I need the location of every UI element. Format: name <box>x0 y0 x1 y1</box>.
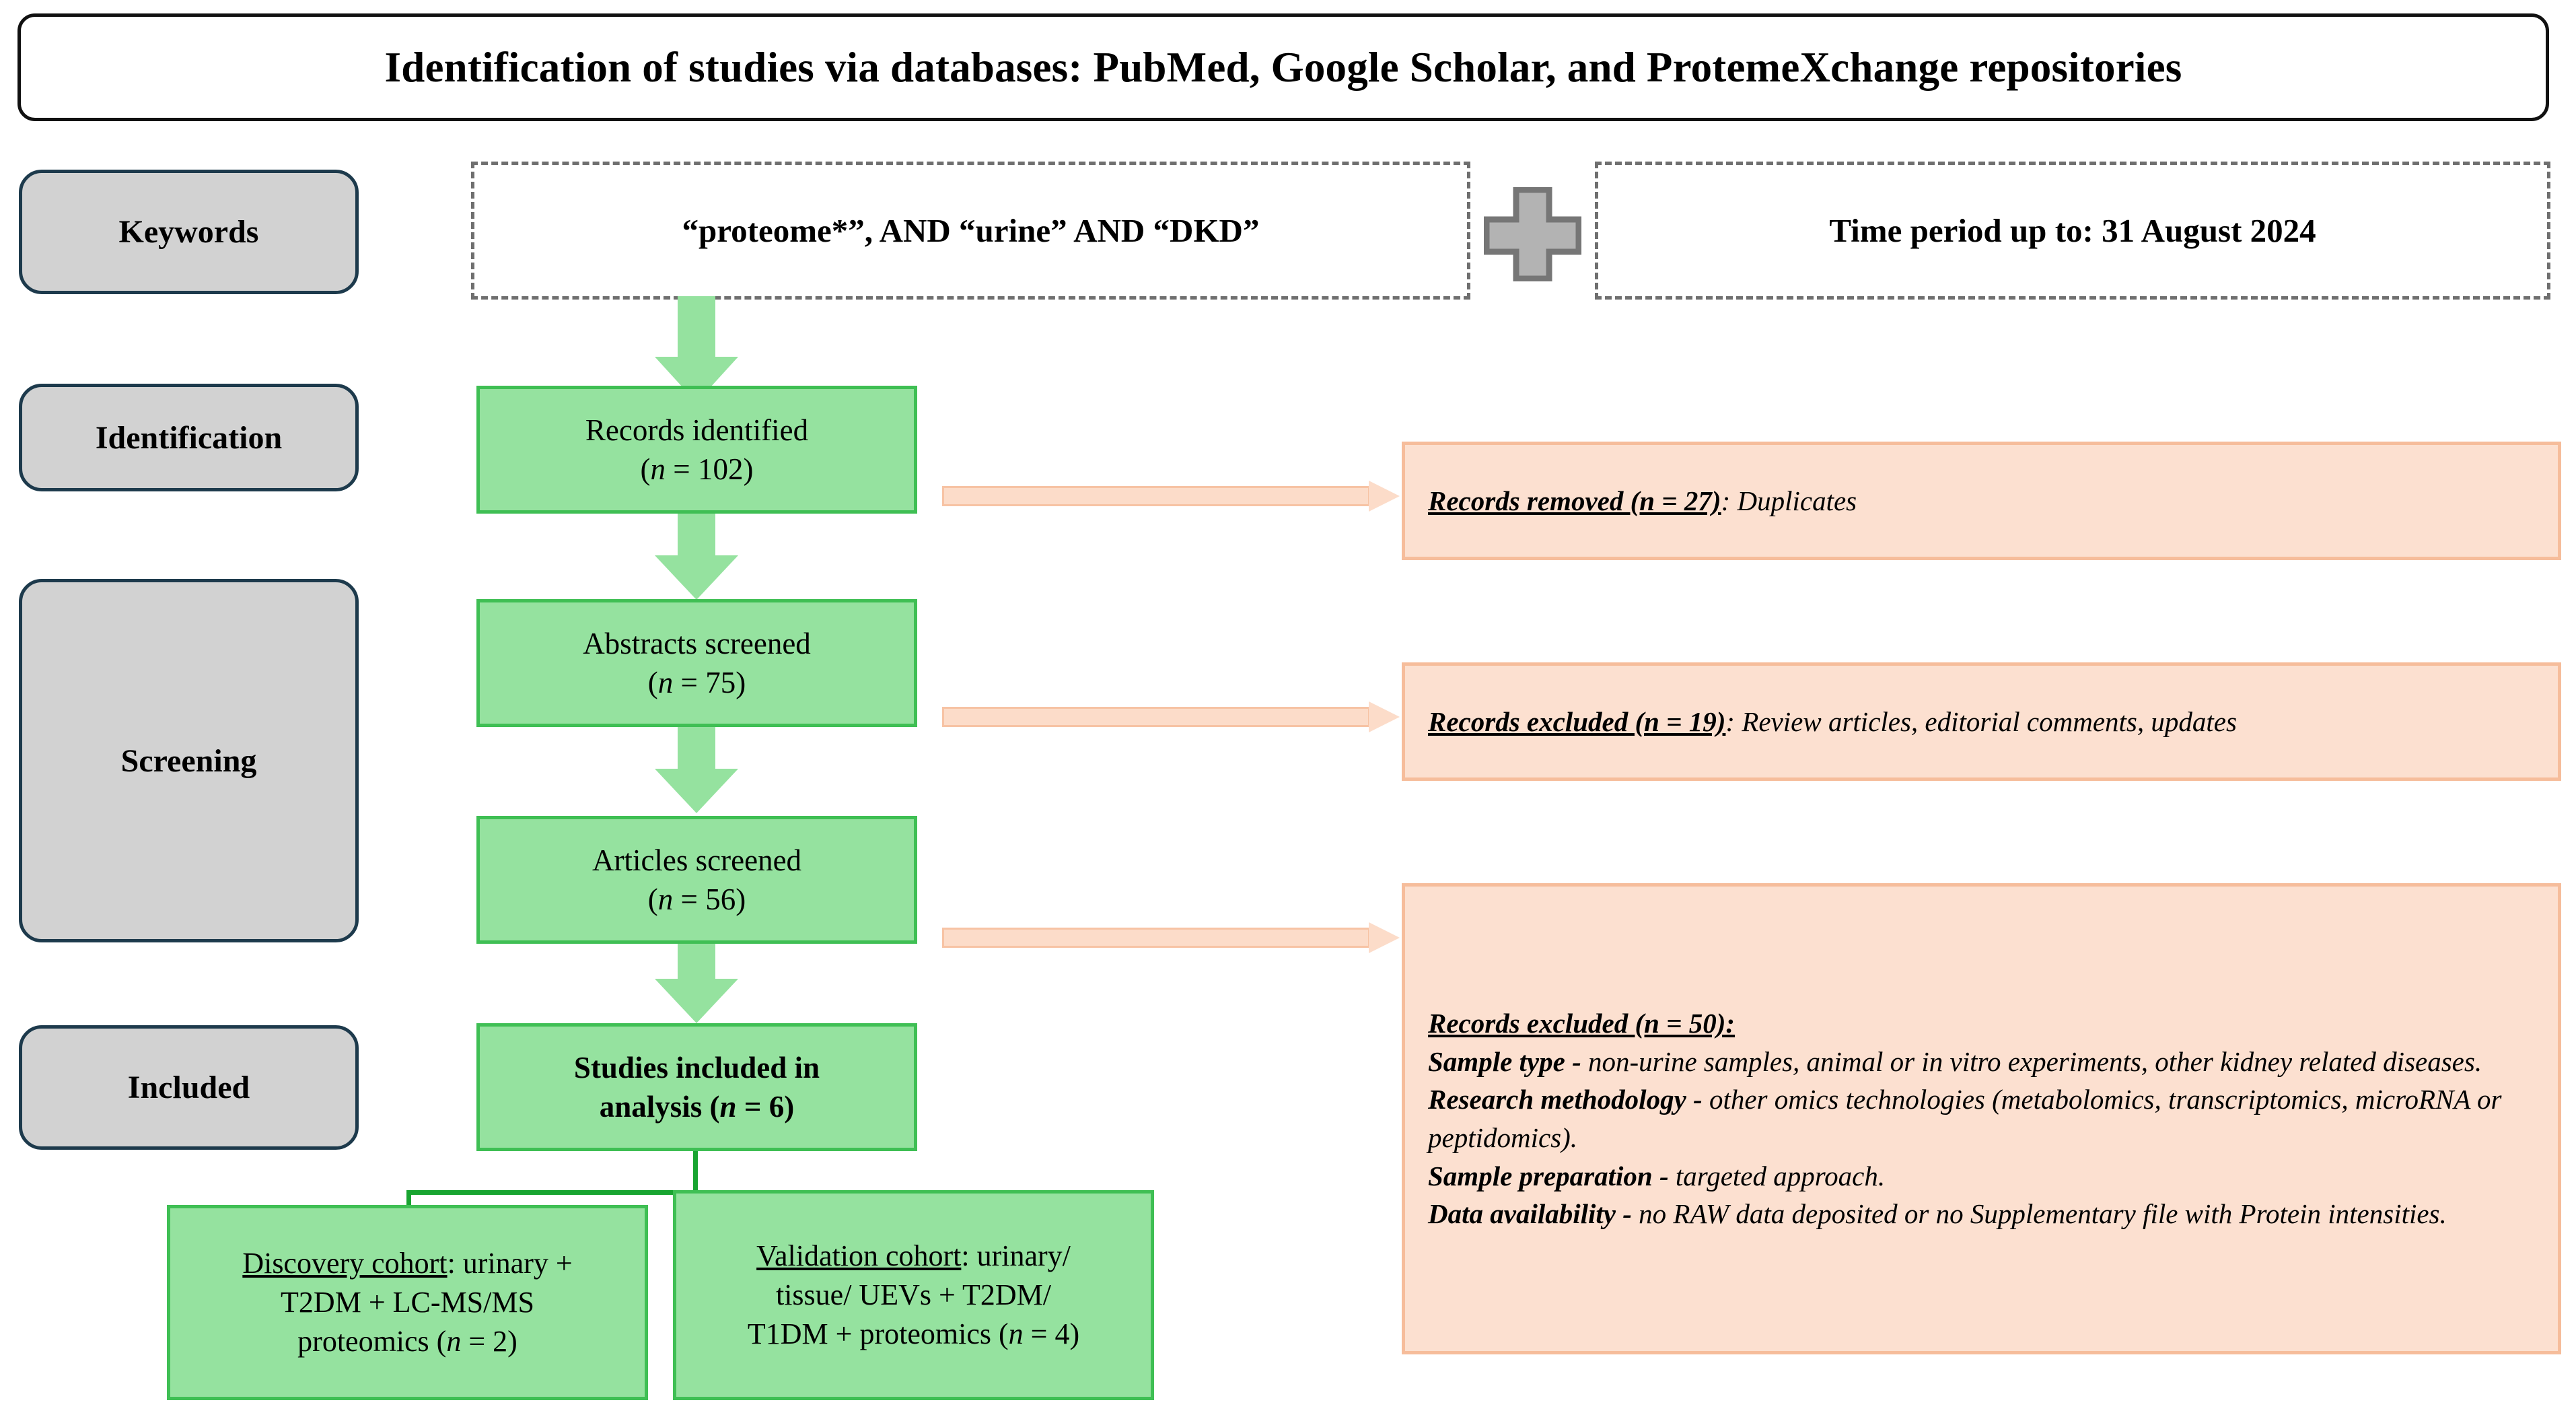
flow-box-studies-included: Studies included in analysis (n = 6) <box>476 1023 917 1151</box>
arrow-shaft <box>678 514 715 555</box>
exclusion-box-records-excluded-19: Records excluded (n = 19): Review articl… <box>1402 662 2561 781</box>
stage-label-identification-text: Identification <box>95 419 283 456</box>
cohort-line3: proteomics (n = 2) <box>297 1325 517 1358</box>
exclusion-line: Records excluded (n = 19): Review articl… <box>1428 705 2237 737</box>
cohort-box-discovery: Discovery cohort: urinary + T2DM + LC-MS… <box>167 1205 648 1400</box>
stage-label-included-text: Included <box>127 1070 250 1105</box>
exclusion-heading: Records excluded (n = 50): <box>1428 1008 1736 1039</box>
flow-box-line2: (n = 56) <box>647 883 746 916</box>
arrow-head <box>1369 481 1400 512</box>
flow-box-articles-screened: Articles screened (n = 56) <box>476 816 917 944</box>
stage-label-keywords-text: Keywords <box>118 214 259 250</box>
arrow-head <box>1369 922 1400 953</box>
cohort-line2: T2DM + LC-MS/MS <box>281 1285 534 1319</box>
cohort-box-validation: Validation cohort: urinary/ tissue/ UEVs… <box>673 1190 1154 1400</box>
exclusion-reason-research-methodology: Research methodology - other omics techn… <box>1428 1084 2502 1153</box>
exclusion-box-records-removed: Records removed (n = 27): Duplicates <box>1402 442 2561 560</box>
flow-box-line1: Records identified <box>585 413 809 447</box>
flow-box-line2: (n = 102) <box>640 452 754 486</box>
arrow-shaft <box>678 296 715 357</box>
fork-connector-left-drop <box>406 1190 411 1210</box>
stage-label-screening-text: Screening <box>120 742 257 779</box>
flow-box-line2: analysis (n = 6) <box>599 1090 795 1124</box>
plus-icon <box>1484 187 1581 281</box>
arrow-head <box>655 769 738 813</box>
stage-label-keywords: Keywords <box>19 170 359 294</box>
search-query-box: “proteome*”, AND “urine” AND “DKD” <box>471 162 1470 300</box>
diagram-title: Identification of studies via databases:… <box>384 43 2182 91</box>
cohort-line1: Discovery cohort: urinary + <box>242 1246 573 1280</box>
exclusion-line: Records removed (n = 27): Duplicates <box>1428 485 1857 516</box>
time-period-box: Time period up to: 31 August 2024 <box>1595 162 2550 300</box>
arrow-shaft <box>942 928 1370 948</box>
cohort-line1: Validation cohort: urinary/ <box>756 1239 1071 1272</box>
cohort-line3: T1DM + proteomics (n = 4) <box>747 1317 1080 1351</box>
exclusion-reason-data-availability: Data availability - no RAW data deposite… <box>1428 1198 2447 1230</box>
fork-connector-crossbar <box>406 1190 864 1195</box>
fork-connector-stem <box>693 1151 698 1193</box>
exclusion-reason-sample-type: Sample type - non-urine samples, animal … <box>1428 1045 2482 1077</box>
exclusion-reason-sample-preparation: Sample preparation - targeted approach. <box>1428 1160 1886 1191</box>
exclusion-box-records-excluded-50: Records excluded (n = 50): Sample type -… <box>1402 883 2561 1354</box>
cohort-line2: tissue/ UEVs + T2DM/ <box>775 1278 1052 1311</box>
arrow-head <box>655 979 738 1023</box>
arrow-shaft <box>942 707 1370 727</box>
stage-label-included: Included <box>19 1025 359 1150</box>
arrow-to-records-excluded-50 <box>942 922 1400 953</box>
flow-box-abstracts-screened: Abstracts screened (n = 75) <box>476 599 917 727</box>
arrow-head <box>655 555 738 600</box>
arrow-shaft <box>678 944 715 979</box>
search-query-text: “proteome*”, AND “urine” AND “DKD” <box>682 212 1260 249</box>
stage-label-identification: Identification <box>19 384 359 491</box>
arrow-shaft <box>942 486 1370 506</box>
arrow-shaft <box>678 727 715 769</box>
arrow-to-records-removed <box>942 481 1400 512</box>
diagram-title-banner: Identification of studies via databases:… <box>17 13 2549 121</box>
time-period-text: Time period up to: 31 August 2024 <box>1829 212 2316 249</box>
stage-label-screening: Screening <box>19 579 359 942</box>
flow-box-line1: Studies included in <box>573 1050 820 1084</box>
flow-box-line1: Abstracts screened <box>583 626 811 660</box>
flow-box-records-identified: Records identified (n = 102) <box>476 386 917 514</box>
arrow-to-records-excluded-19 <box>942 701 1400 732</box>
flow-box-line2: (n = 75) <box>647 666 746 699</box>
flow-box-line1: Articles screened <box>592 843 802 877</box>
arrow-head <box>1369 701 1400 732</box>
